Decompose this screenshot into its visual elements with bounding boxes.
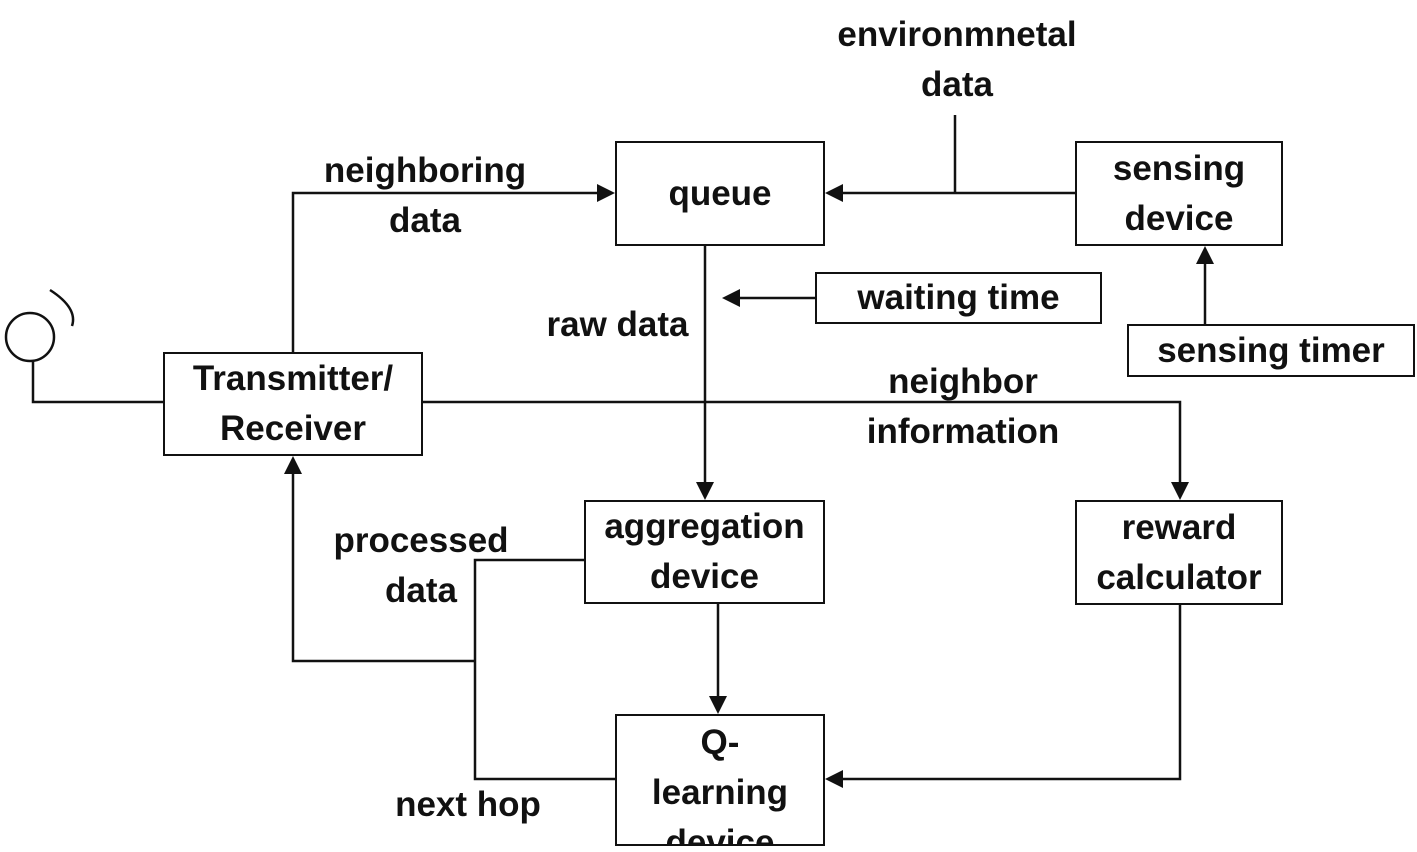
waiting-time-box: waiting time (815, 272, 1102, 324)
edge-neighbor-information (423, 400, 1189, 500)
edge-processed-data (284, 456, 615, 781)
edge-reward (825, 605, 1182, 788)
queue-label: queue (668, 173, 772, 213)
reward-calculator-box: reward calculator (1075, 500, 1283, 605)
waiting-time-label: waiting time (857, 278, 1060, 317)
q-learning-device-box: Q- learning device (615, 714, 825, 846)
raw-data-label: raw data (530, 300, 705, 350)
processed-data-label-1: processed (333, 521, 509, 560)
edge-neighboring-data (291, 184, 615, 352)
neighbor-information-label: neighbor information (840, 357, 1086, 457)
q-learning-device-label-2: learning (651, 773, 789, 812)
edge-sensing-timer (1196, 246, 1214, 324)
q-learning-device-label-1: Q- (700, 723, 740, 762)
sensing-device-label-2: device (1124, 198, 1234, 238)
edge-environmental-data (825, 115, 1075, 202)
transceiver-label-1: Transmitter/ (192, 359, 394, 398)
neighboring-data-label-1: neighboring (323, 151, 527, 190)
processed-data-label: processed data (310, 516, 532, 616)
raw-data-text: raw data (546, 305, 689, 344)
neighboring-data-label: neighboring data (300, 146, 550, 246)
sensing-timer-label: sensing timer (1157, 330, 1385, 370)
reward-calculator-label-2: calculator (1096, 557, 1262, 597)
sensing-device-box: sensing device (1075, 141, 1283, 246)
sensing-device-label-1: sensing (1112, 148, 1246, 188)
queue-box: queue (615, 141, 825, 246)
q-learning-device-label-3: device (665, 823, 775, 846)
edge-waiting-time (722, 289, 815, 307)
aggregation-device-label-1: aggregation (604, 507, 805, 546)
neighbor-information-label-1: neighbor (888, 362, 1038, 401)
antenna-icon (4, 288, 163, 404)
aggregation-device-box: aggregation device (584, 500, 825, 604)
sensing-timer-box: sensing timer (1127, 324, 1415, 377)
environmental-data-label-1: environmnetal (837, 15, 1077, 54)
transceiver-label-2: Receiver (220, 409, 366, 448)
neighbor-information-label-2: information (866, 412, 1060, 451)
environmental-data-label: environmnetal data (812, 10, 1102, 110)
edge-raw-data (696, 246, 714, 500)
aggregation-device-label-2: device (650, 557, 759, 596)
processed-data-label-2: data (385, 571, 457, 610)
transceiver-box: Transmitter/ Receiver (163, 352, 423, 456)
next-hop-label: next hop (375, 780, 561, 830)
neighboring-data-label-2: data (389, 201, 461, 240)
edge-aggregation-to-qlearning (709, 604, 727, 714)
reward-calculator-label-1: reward (1121, 507, 1237, 547)
next-hop-text: next hop (395, 785, 541, 824)
environmental-data-label-2: data (921, 65, 993, 104)
